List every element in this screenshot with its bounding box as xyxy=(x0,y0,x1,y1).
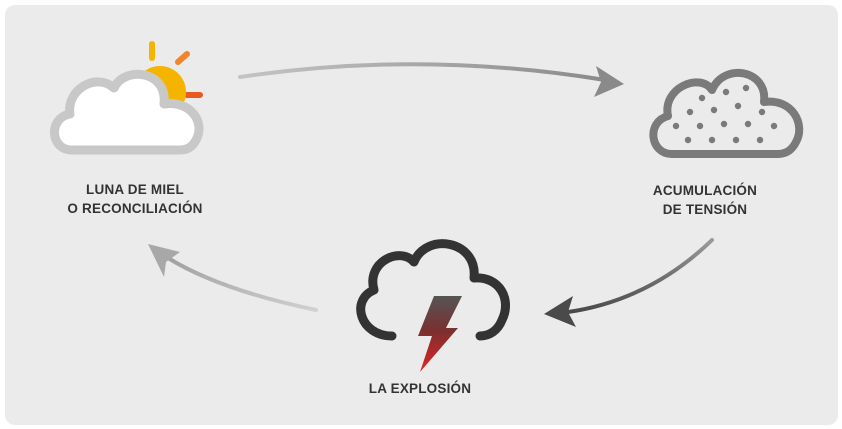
sun-cloud-icon xyxy=(50,41,204,155)
storm-cloud-icon xyxy=(356,239,510,372)
stage-label-tension: ACUMULACIÓN DE TENSIÓN xyxy=(625,181,785,219)
lightning-bolt-icon xyxy=(418,296,462,372)
stage-label-honeymoon-line1: LUNA DE MIEL xyxy=(86,182,184,197)
arrow-tension-to-explosion xyxy=(544,238,714,327)
stage-label-tension-line1: ACUMULACIÓN xyxy=(652,183,758,198)
arrow-explosion-to-honeymoon xyxy=(148,244,318,312)
stage-label-honeymoon-line2: O RECONCILIACIÓN xyxy=(67,201,203,216)
stage-label-tension-line2: DE TENSIÓN xyxy=(662,202,748,217)
dotted-cloud-icon xyxy=(649,69,804,158)
stage-label-explosion: LA EXPLOSIÓN xyxy=(340,379,500,398)
arrow-honeymoon-to-tension xyxy=(238,62,624,97)
stage-label-explosion-line1: LA EXPLOSIÓN xyxy=(368,381,472,396)
stage-label-honeymoon: LUNA DE MIEL O RECONCILIACIÓN xyxy=(40,180,230,218)
